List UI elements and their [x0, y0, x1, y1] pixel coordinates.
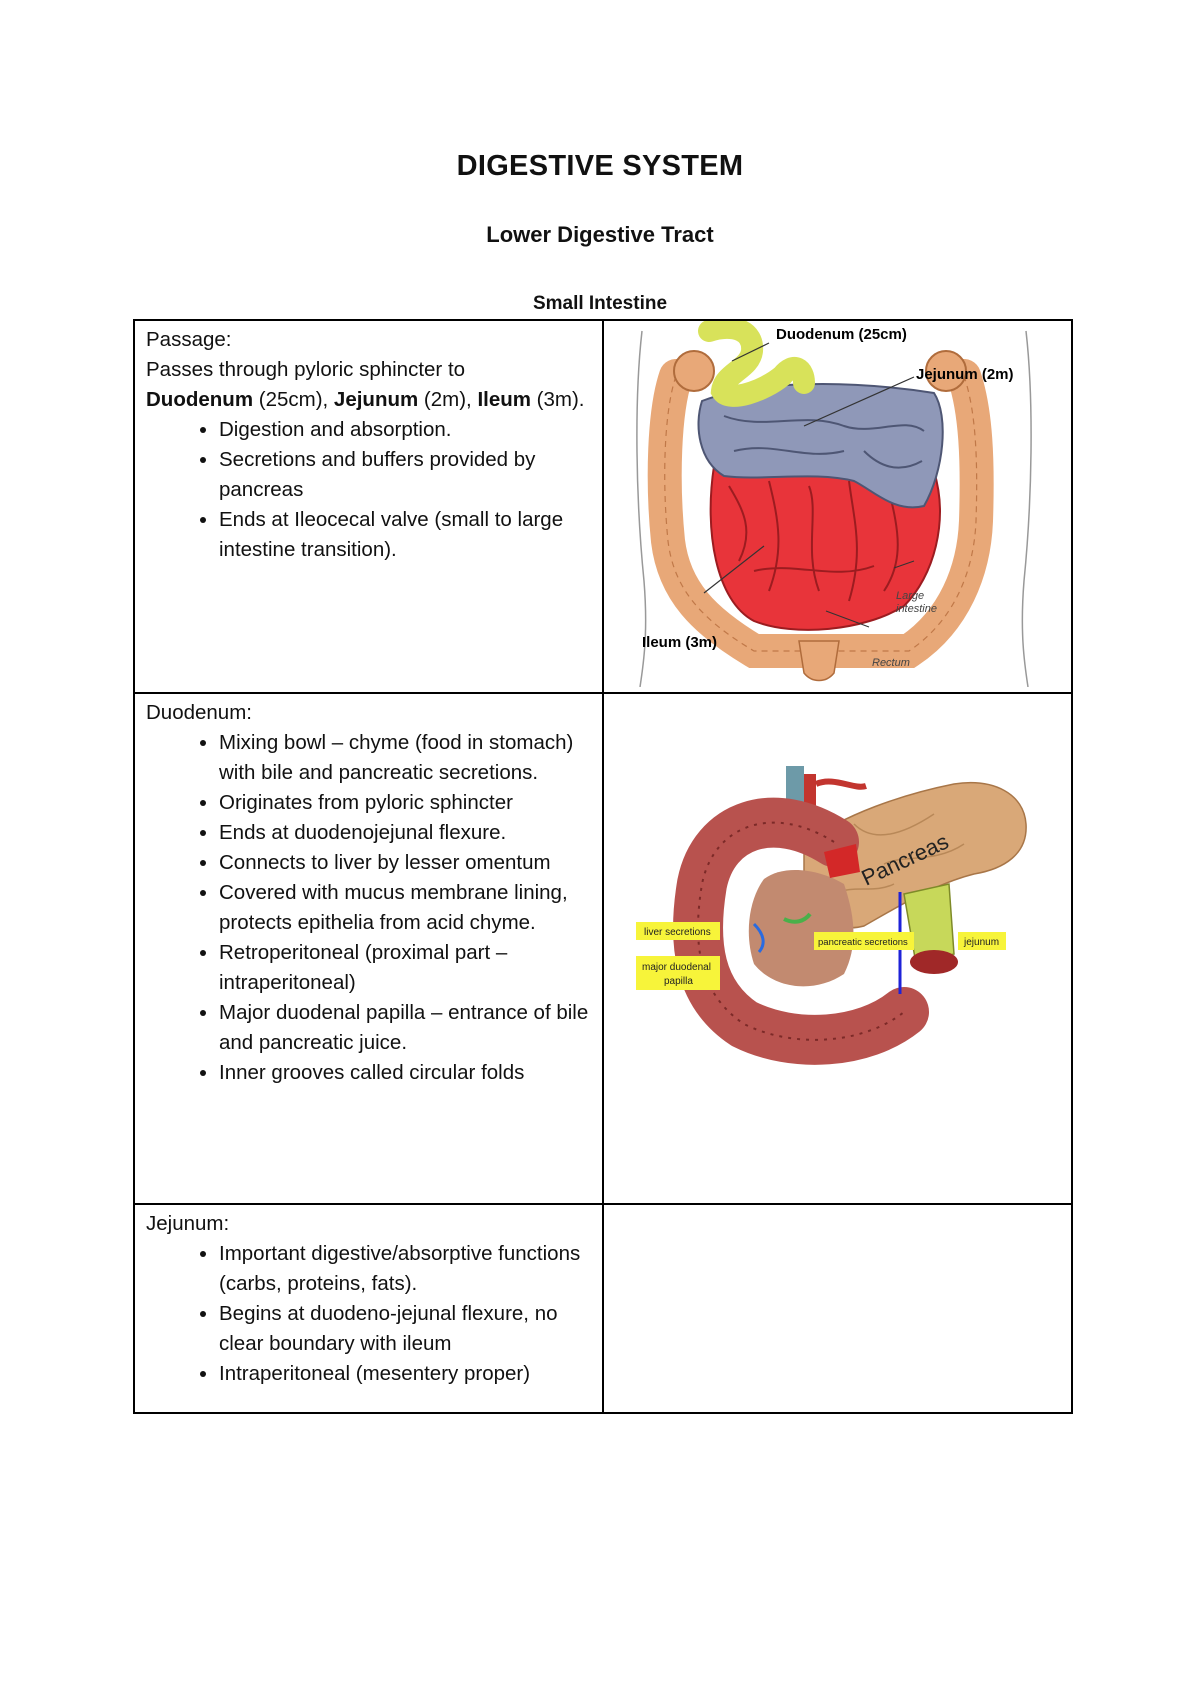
label-pancreatic-secretions: pancreatic secretions: [818, 937, 908, 948]
list-item: Important digestive/absorptive functions…: [219, 1239, 592, 1299]
jejunum-heading: Jejunum:: [146, 1212, 230, 1235]
label-large-intestine-1: Large: [896, 590, 924, 602]
table-row-passage: Passage: Passes through pyloric sphincte…: [133, 316, 1073, 694]
label-papilla-1: major duodenal: [642, 962, 711, 973]
list-item: Inner grooves called circular folds: [219, 1058, 592, 1088]
section-title: Lower Digestive Tract: [486, 222, 714, 247]
list-item: Begins at duodeno-jejunal flexure, no cl…: [219, 1299, 592, 1359]
passage-intro-text: Passes through pyloric sphincter to: [146, 358, 466, 381]
duodenum-shape: [698, 316, 815, 407]
page-title: DIGESTIVE SYSTEM: [456, 150, 744, 182]
label-ileum: Ileum (3m): [642, 634, 717, 651]
passage-ileum-length: (3m).: [530, 388, 585, 411]
label-liver-secretions: liver secretions: [644, 927, 711, 938]
label-rectum: Rectum: [872, 657, 910, 669]
passage-heading: Passage:: [146, 328, 232, 351]
passage-duodenum-length: (25cm),: [253, 388, 334, 411]
passage-bullets: Digestion and absorption. Secretions and…: [146, 415, 592, 565]
label-duodenum: Duodenum (25cm): [776, 326, 907, 343]
pancreas-shape: [803, 782, 1027, 929]
list-item: Covered with mucus membrane lining, prot…: [219, 878, 592, 938]
passage-duodenum-term: Duodenum: [146, 388, 254, 411]
table-row-jejunum: Jejunum: Important digestive/absorptive …: [133, 1203, 1073, 1414]
table-row-duodenum: Duodenum: Mixing bowl – chyme (food in s…: [133, 692, 1073, 1205]
list-item: Secretions and buffers provided by pancr…: [219, 445, 592, 505]
passage-ileum-term: Ileum: [477, 388, 531, 411]
jejunum-empty-cell: [602, 1203, 1073, 1414]
small-intestine-figure: Duodenum (25cm) Jejunum (2m) Ileum (3m) …: [636, 316, 1032, 688]
duodenum-text-cell: Duodenum: Mixing bowl – chyme (food in s…: [133, 692, 604, 1205]
list-item: Digestion and absorption.: [219, 415, 592, 445]
jejunum-text-cell: Jejunum: Important digestive/absorptive …: [133, 1203, 604, 1414]
small-intestine-figure-cell: Duodenum (25cm) Jejunum (2m) Ileum (3m) …: [602, 316, 1073, 694]
passage-jejunum-length: (2m),: [418, 388, 478, 411]
passage-jejunum-term: Jejunum: [333, 388, 419, 411]
duodenum-bullets: Mixing bowl – chyme (food in stomach) wi…: [146, 728, 592, 1088]
label-jejunum-small: jejunum: [963, 937, 999, 948]
label-large-intestine-2: intestine: [896, 603, 937, 615]
list-item: Intraperitoneal (mesentery proper): [219, 1359, 592, 1389]
list-item: Ends at duodenojejunal flexure.: [219, 818, 592, 848]
list-item: Major duodenal papilla – entrance of bil…: [219, 998, 592, 1058]
list-item: Connects to liver by lesser omentum: [219, 848, 592, 878]
passage-text-cell: Passage: Passes through pyloric sphincte…: [133, 319, 604, 694]
notes-table: Passage: Passes through pyloric sphincte…: [133, 316, 1073, 1414]
body-outline-right: [1021, 330, 1032, 688]
label-papilla-2: papilla: [664, 976, 693, 987]
list-item: Retroperitoneal (proximal part – intrape…: [219, 938, 592, 998]
list-item: Mixing bowl – chyme (food in stomach) wi…: [219, 728, 592, 788]
jejunum-shape: [697, 382, 944, 509]
label-jejunum: Jejunum (2m): [916, 366, 1014, 383]
list-item: Originates from pyloric sphincter: [219, 788, 592, 818]
list-item: Ends at Ileocecal valve (small to large …: [219, 505, 592, 565]
body-outline-left: [636, 330, 647, 688]
duodenum-figure: Pancreas liver secretions pancreatic sec…: [636, 766, 1027, 1065]
passage-intro: Passes through pyloric sphincter to Duod…: [146, 355, 592, 415]
duodenum-heading: Duodenum:: [146, 701, 252, 724]
duodenum-figure-cell: Pancreas liver secretions pancreatic sec…: [602, 692, 1073, 1205]
jejunum-bullets: Important digestive/absorptive functions…: [146, 1239, 592, 1389]
subsection-title: Small Intestine: [532, 293, 668, 314]
rectum-shape: [798, 640, 840, 682]
